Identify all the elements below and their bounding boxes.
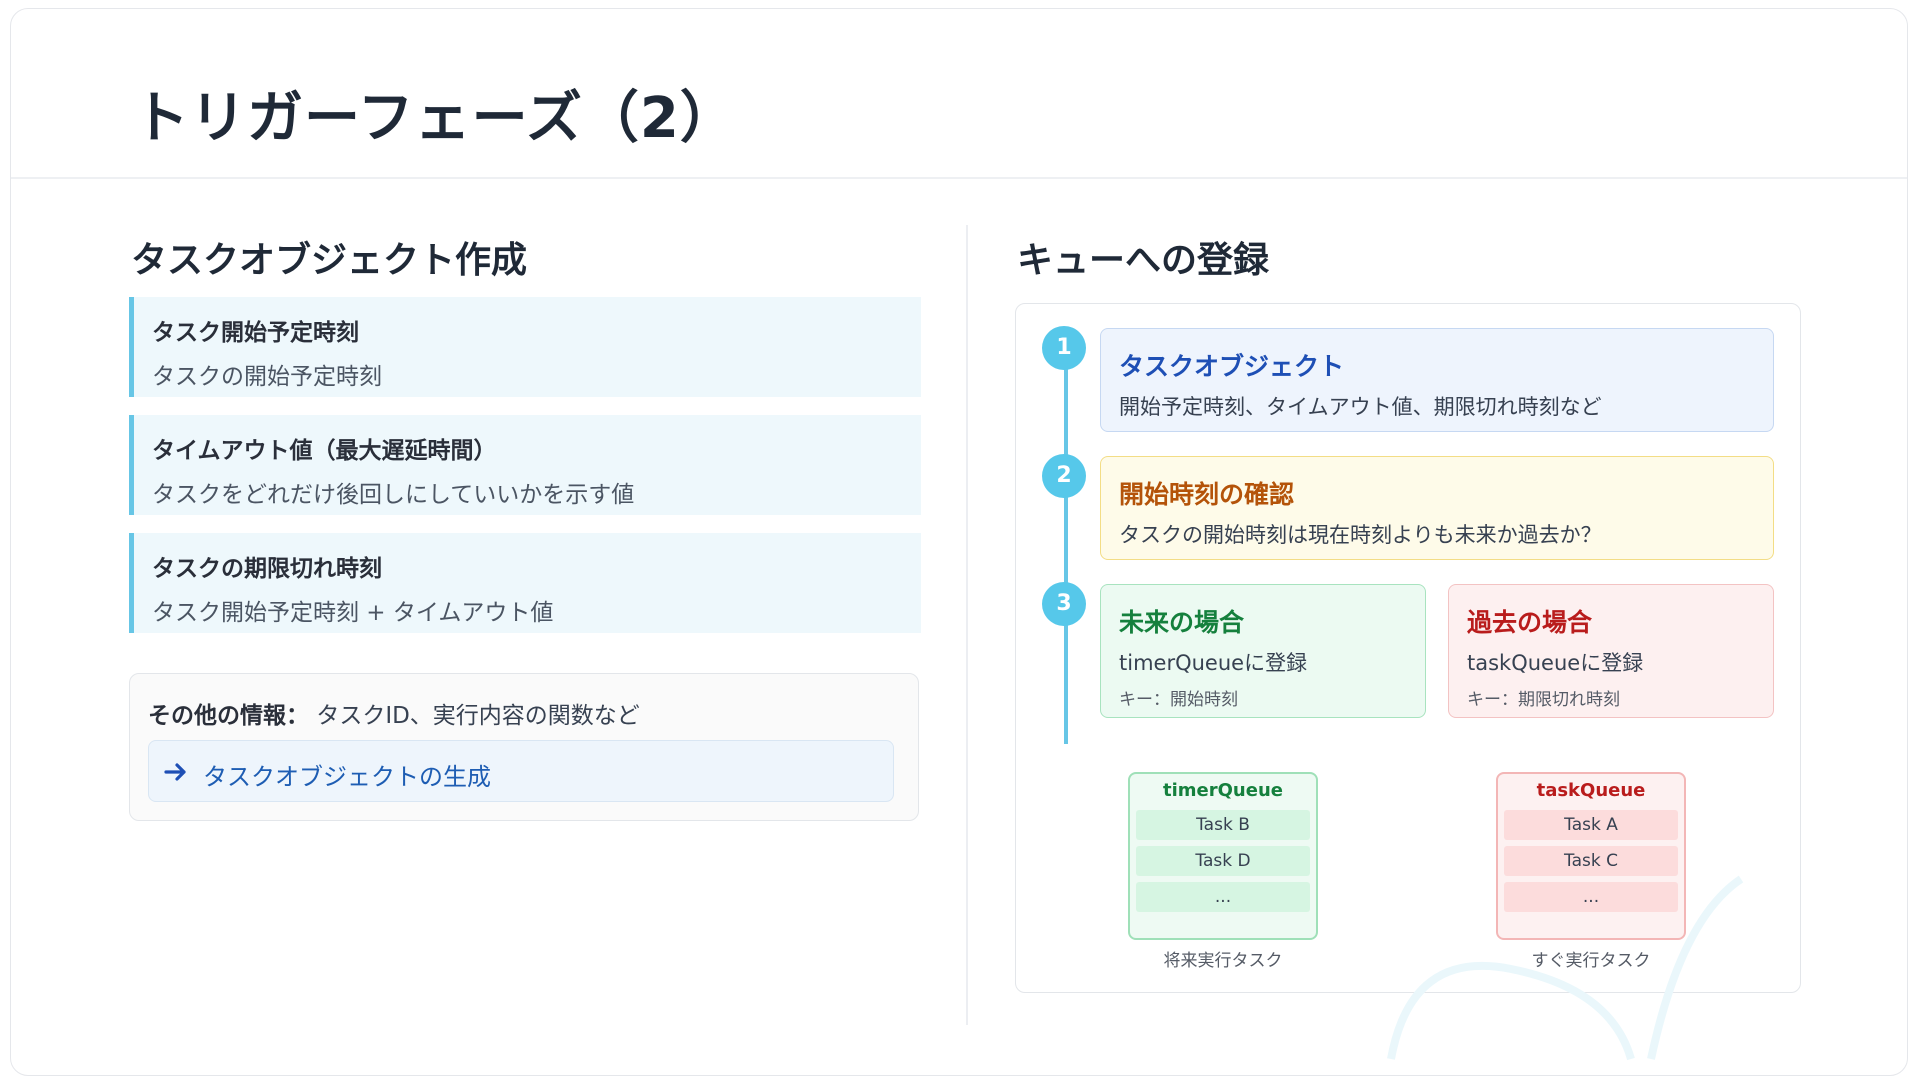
other-info-line: その他の情報： タスクID、実行内容の関数など (148, 696, 640, 730)
case-desc: taskQueueに登録 (1467, 651, 1644, 675)
info-item-desc: タスクをどれだけ後回しにしていいかを示す値 (152, 482, 635, 508)
column-divider (966, 225, 968, 1025)
case-title: 未来の場合 (1119, 608, 1245, 637)
queue-caption: すぐ実行タスク (1531, 951, 1651, 971)
timeline-line (1064, 344, 1068, 744)
case-note: キー：期限切れ時刻 (1467, 690, 1620, 710)
object-generation-link-label: タスクオブジェクトの生成 (203, 763, 491, 791)
task-queue: taskQueue Task A Task C ... (1496, 772, 1686, 940)
info-item-title: タスク開始予定時刻 (152, 320, 359, 346)
case-desc: timerQueueに登録 (1119, 651, 1308, 675)
object-generation-link[interactable]: タスクオブジェクトの生成 (148, 740, 894, 802)
info-item-title: タスクの期限切れ時刻 (152, 556, 382, 582)
step-badge: 2 (1042, 454, 1086, 498)
page-title: トリガーフェーズ（2） (133, 86, 737, 151)
step-desc: 開始予定時刻、タイムアウト値、期限切れ時刻など (1119, 395, 1602, 419)
step-title: タスクオブジェクト (1119, 352, 1345, 381)
queue-item: Task A (1504, 810, 1678, 840)
other-info-label: その他の情報： (148, 703, 309, 729)
info-item-title: タイムアウト値（最大遅延時間） (152, 438, 497, 464)
info-item-desc: タスク開始予定時刻 + タイムアウト値 (152, 600, 554, 626)
queue-item: ... (1136, 882, 1310, 912)
queue-item: Task C (1504, 846, 1678, 876)
step-badge: 3 (1042, 582, 1086, 626)
case-future: 未来の場合 timerQueueに登録 キー：開始時刻 (1100, 584, 1426, 718)
queue-item: ... (1504, 882, 1678, 912)
other-info-text: タスクID、実行内容の関数など (316, 703, 640, 729)
step-desc: タスクの開始時刻は現在時刻よりも未来か過去か？ (1119, 523, 1602, 547)
slide: トリガーフェーズ（2） タスクオブジェクト作成 タスク開始予定時刻 タスクの開始… (10, 8, 1908, 1076)
queue-name: timerQueue (1163, 780, 1283, 801)
step-title: 開始時刻の確認 (1119, 480, 1295, 509)
info-item: タスク開始予定時刻 タスクの開始予定時刻 (129, 297, 921, 397)
case-title: 過去の場合 (1467, 608, 1593, 637)
arrow-right-icon (164, 763, 186, 781)
queue-item: Task D (1136, 846, 1310, 876)
queue-item: Task B (1136, 810, 1310, 840)
case-past: 過去の場合 taskQueueに登録 キー：期限切れ時刻 (1448, 584, 1774, 718)
slide-header: トリガーフェーズ（2） (11, 9, 1907, 179)
info-item: タイムアウト値（最大遅延時間） タスクをどれだけ後回しにしていいかを示す値 (129, 415, 921, 515)
queue-flow-panel: 1 タスクオブジェクト 開始予定時刻、タイムアウト値、期限切れ時刻など 2 開始… (1015, 303, 1801, 993)
info-item-desc: タスクの開始予定時刻 (152, 364, 382, 390)
step-task-object: タスクオブジェクト 開始予定時刻、タイムアウト値、期限切れ時刻など (1100, 328, 1774, 432)
other-info-box: その他の情報： タスクID、実行内容の関数など タスクオブジェクトの生成 (129, 673, 919, 821)
step-start-time-check: 開始時刻の確認 タスクの開始時刻は現在時刻よりも未来か過去か？ (1100, 456, 1774, 560)
queue-name: taskQueue (1536, 780, 1646, 801)
queue-caption: 将来実行タスク (1163, 951, 1283, 971)
timer-queue: timerQueue Task B Task D ... (1128, 772, 1318, 940)
right-heading: キューへの登録 (1017, 240, 1270, 281)
background-decoration (1387, 875, 1744, 1061)
left-heading: タスクオブジェクト作成 (131, 240, 528, 281)
step-badge: 1 (1042, 326, 1086, 370)
case-note: キー：開始時刻 (1119, 690, 1238, 710)
info-item: タスクの期限切れ時刻 タスク開始予定時刻 + タイムアウト値 (129, 533, 921, 633)
